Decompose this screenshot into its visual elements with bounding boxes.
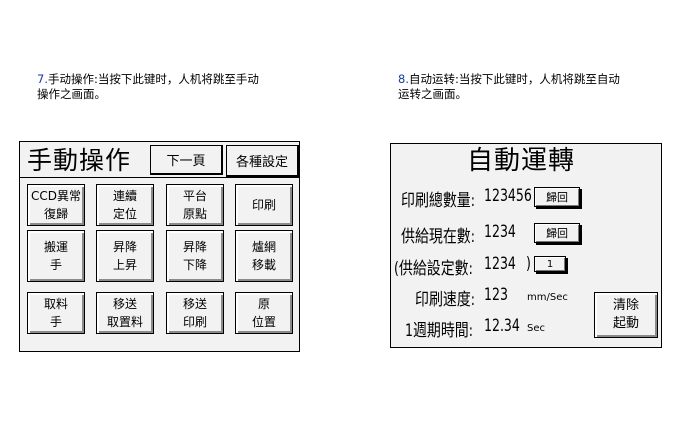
button-line1: 昇降 [182, 240, 207, 254]
transport-hand-button[interactable]: 搬運手 [27, 230, 85, 282]
button-line2: 定位 [112, 207, 137, 221]
pick-hand-button[interactable]: 取料手 [27, 292, 85, 334]
home-position-button[interactable]: 原位置 [235, 292, 293, 334]
clear-start-line1: 清除 [612, 298, 639, 313]
button-line2: 移載 [251, 258, 276, 272]
caption-auto-text2: 运转之画面。 [398, 87, 467, 101]
caption-auto: 8.自动运转:当按下此键时，人机将跳至自动 运转之画面。 [398, 72, 620, 102]
button-line1: 印刷 [251, 198, 276, 212]
button-line1: 原 [257, 297, 270, 311]
lift-up-button[interactable]: 昇降上昇 [96, 230, 154, 282]
button-line2: 取置料 [106, 315, 143, 329]
button-line1: 取料 [43, 297, 68, 311]
button-line2: 手 [49, 258, 62, 272]
button-line1: 搬運 [43, 240, 68, 254]
platform-origin-button[interactable]: 平台原點 [166, 184, 224, 226]
button-line2: 印刷 [182, 315, 207, 329]
continuous-position-button[interactable]: 連續定位 [96, 184, 154, 226]
print-total-value: 123456 [484, 186, 532, 206]
supply-current-value: 1234 [484, 222, 516, 242]
print-speed-label: 印刷速度: [415, 290, 475, 310]
button-line2: 下降 [182, 258, 207, 272]
print-speed-unit: mm/Sec [527, 292, 568, 303]
button-line1: 昇降 [112, 240, 137, 254]
title-divider [20, 177, 299, 178]
supply-setting-button[interactable]: 1 [534, 256, 566, 272]
supply-current-label: 供給現在數: [401, 227, 475, 247]
tab-settings[interactable]: 各種設定 [226, 145, 299, 177]
caption-auto-number: 8. [398, 72, 409, 86]
manual-title: 手動操作 [27, 146, 132, 175]
caption-manual-number: 7. [37, 72, 48, 86]
cycle-time-value: 12.34 [484, 316, 520, 336]
button-line1: 移送 [112, 297, 137, 311]
supply-current-button[interactable]: 歸回 [534, 223, 580, 243]
oven-transfer-button[interactable]: 爐網移載 [235, 230, 293, 282]
supply-setting-label: (供給設定數: [394, 259, 473, 279]
button-line1: 平台 [182, 189, 207, 203]
button-line2: 上昇 [112, 258, 137, 272]
clear-start-line2: 起動 [612, 316, 639, 331]
print-button[interactable]: 印刷 [235, 184, 293, 226]
caption-manual-text2: 操作之画面。 [37, 87, 106, 101]
caption-auto-text: 自动运转:当按下此键时，人机将跳至自动 [408, 72, 620, 86]
print-total-button[interactable]: 歸回 [534, 187, 580, 207]
supply-setting-unit: ) [526, 254, 531, 274]
print-speed-value: 123 [484, 285, 508, 305]
tab-prev-page[interactable]: 下一頁 [150, 145, 223, 175]
print-total-label: 印刷總數量: [401, 191, 475, 211]
caption-manual: 7.手动操作:当按下此键时，人机将跳至手动 操作之画面。 [37, 72, 259, 102]
button-line1: 爐網 [251, 240, 276, 254]
manual-panel: 手動操作 下一頁 各種設定 CCD異常復歸連續定位平台原點印刷搬運手昇降上昇昇降… [19, 141, 300, 352]
button-line2: 手 [49, 315, 62, 329]
lift-down-button[interactable]: 昇降下降 [166, 230, 224, 282]
button-line2: 位置 [251, 315, 276, 329]
button-line2: 復歸 [43, 207, 68, 221]
clear-start-button[interactable]: 清除 起動 [594, 292, 658, 338]
transfer-print-button[interactable]: 移送印刷 [166, 292, 224, 334]
caption-manual-text: 手动操作:当按下此键时，人机将跳至手动 [47, 72, 259, 86]
supply-setting-value: 1234 [484, 254, 516, 274]
button-line2: 原點 [182, 207, 207, 221]
cycle-time-label: 1週期時間: [405, 321, 473, 341]
transfer-pick-place-button[interactable]: 移送取置料 [96, 292, 154, 334]
cycle-time-unit: Sec [527, 323, 545, 334]
auto-title: 自動運轉 [467, 146, 576, 176]
button-line1: 連續 [112, 189, 137, 203]
button-line1: CCD異常 [31, 189, 81, 203]
button-line1: 移送 [182, 297, 207, 311]
ccd-error-reset-button[interactable]: CCD異常復歸 [27, 184, 85, 226]
